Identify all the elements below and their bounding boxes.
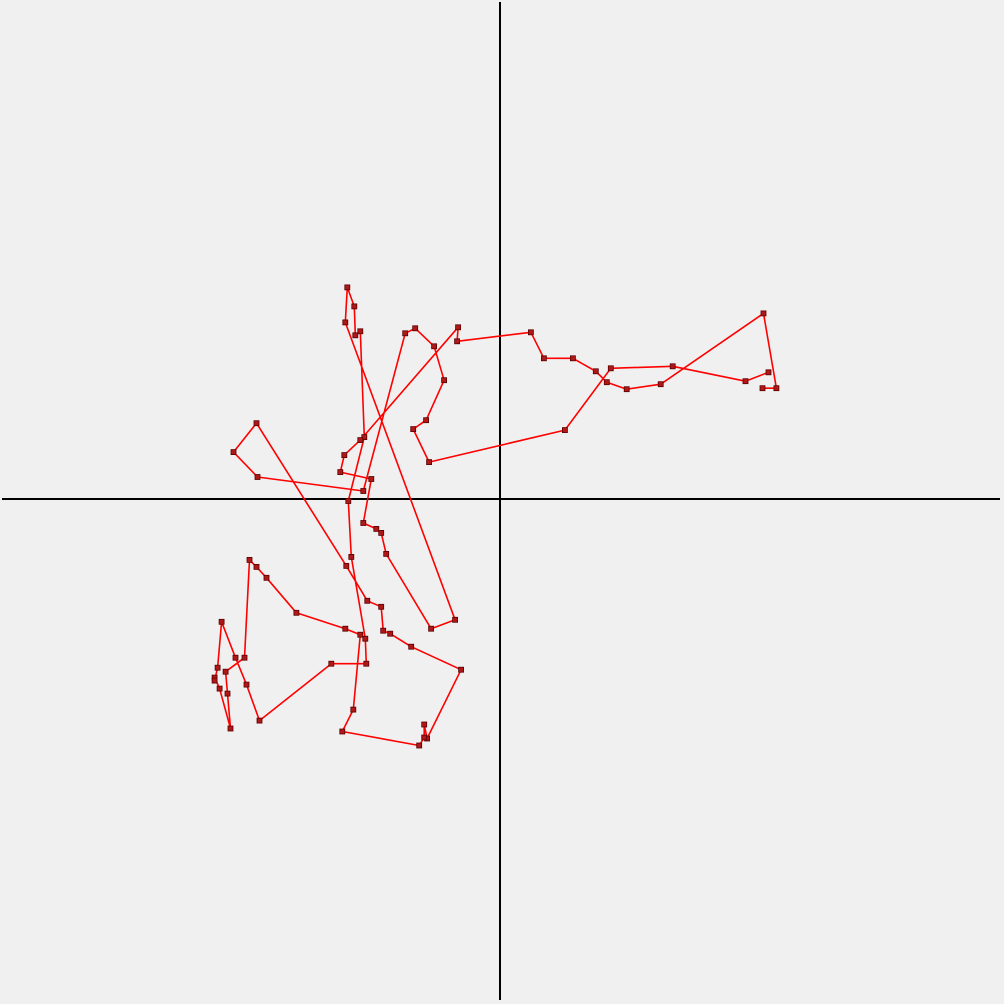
data-point: [423, 417, 430, 424]
data-point: [342, 625, 349, 632]
data-point: [412, 325, 419, 332]
data-point: [357, 328, 364, 335]
data-point: [227, 725, 234, 732]
data-point: [431, 343, 438, 350]
data-point: [241, 654, 248, 661]
data-point: [254, 474, 261, 480]
data-point: [410, 426, 417, 433]
data-point: [373, 526, 380, 532]
data-point: [218, 618, 225, 625]
data-point: [426, 459, 433, 466]
data-point: [603, 379, 610, 386]
data-point: [441, 377, 448, 384]
data-point: [380, 627, 387, 634]
data-point: [232, 654, 239, 661]
data-point: [216, 685, 223, 692]
data-point: [416, 742, 423, 749]
data-point: [348, 554, 355, 560]
data-point: [214, 664, 221, 671]
data-point: [364, 597, 371, 604]
data-point: [361, 434, 368, 441]
data-point: [253, 420, 260, 427]
data-point: [421, 734, 428, 741]
data-point: [360, 520, 367, 526]
data-point: [592, 368, 599, 375]
data-point: [345, 498, 352, 504]
data-point: [341, 452, 348, 459]
data-point: [408, 643, 415, 650]
data-point: [342, 319, 349, 326]
data-point: [562, 427, 568, 434]
data-point: [528, 329, 534, 336]
data-point: [350, 706, 357, 713]
path-series: [211, 284, 780, 749]
data-point: [328, 660, 335, 667]
data-point: [357, 631, 364, 638]
data-point: [759, 385, 766, 392]
data-point: [607, 365, 614, 372]
data-point: [351, 303, 358, 310]
data-point: [657, 381, 664, 388]
data-point: [352, 332, 359, 339]
data-point: [623, 386, 630, 393]
data-point: [357, 437, 364, 444]
data-point: [343, 563, 350, 569]
data-point: [339, 728, 346, 735]
data-point: [256, 717, 263, 724]
data-point: [224, 690, 231, 697]
data-point: [293, 609, 300, 616]
data-point: [253, 564, 260, 570]
data-point: [362, 635, 369, 642]
data-point: [765, 369, 772, 376]
data-point: [363, 660, 370, 667]
data-point: [428, 625, 435, 632]
data-point: [402, 330, 409, 337]
data-point: [421, 721, 428, 728]
data-point: [222, 668, 229, 675]
data-point: [669, 363, 676, 370]
data-point: [243, 681, 250, 688]
data-point: [383, 551, 390, 557]
data-point: [570, 355, 576, 362]
data-point: [230, 449, 237, 456]
data-point: [541, 355, 547, 362]
data-point: [455, 324, 462, 331]
data-point: [337, 469, 344, 476]
data-point: [773, 385, 780, 392]
data-point: [360, 488, 367, 494]
data-point: [378, 530, 385, 536]
data-point: [387, 630, 394, 637]
data-point: [452, 616, 459, 623]
data-point: [378, 603, 385, 610]
data-point: [742, 378, 749, 385]
data-point: [344, 284, 351, 291]
data-point: [263, 574, 270, 581]
data-point: [368, 476, 375, 482]
data-point: [211, 677, 218, 684]
data-point: [458, 666, 465, 673]
data-point: [760, 310, 767, 317]
data-point: [454, 338, 461, 345]
data-point: [246, 557, 253, 563]
